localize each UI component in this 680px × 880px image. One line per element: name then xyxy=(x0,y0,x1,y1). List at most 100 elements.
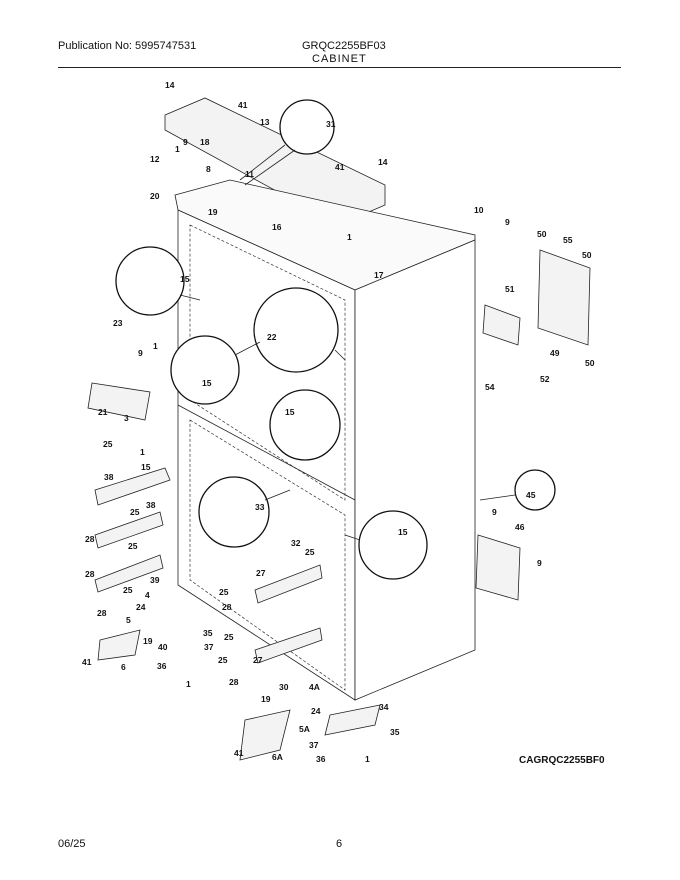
part-label: 25 xyxy=(218,655,228,665)
part-label: 30 xyxy=(279,682,289,692)
part-label: 15 xyxy=(398,527,408,537)
header-rule xyxy=(58,67,621,68)
part-label: 41 xyxy=(238,100,248,110)
part-label: 52 xyxy=(540,374,550,384)
part-label: 38 xyxy=(146,500,156,510)
part-label: 5 xyxy=(126,615,131,625)
part-label: 19 xyxy=(208,207,218,217)
part-label: 50 xyxy=(582,250,592,260)
part-label: 36 xyxy=(157,661,167,671)
part-label: 25 xyxy=(219,587,229,597)
part-label: 23 xyxy=(113,318,123,328)
part-label: 49 xyxy=(550,348,560,358)
part-label: 35 xyxy=(390,727,400,737)
part-label: 19 xyxy=(143,636,153,646)
part-label: 28 xyxy=(85,569,95,579)
part-label: 15 xyxy=(180,274,190,284)
cabinet-front xyxy=(177,209,356,701)
part-label: 22 xyxy=(267,332,277,342)
part-label: 27 xyxy=(253,655,263,665)
part-label: 13 xyxy=(260,117,270,127)
part-label: 35 xyxy=(203,628,213,638)
part-label: 9 xyxy=(183,137,188,147)
part-label: 5A xyxy=(299,724,310,734)
callout-22 xyxy=(253,287,339,373)
part-label: 32 xyxy=(291,538,301,548)
part-label: 10 xyxy=(474,205,484,215)
part-label: 25 xyxy=(224,632,234,642)
part-label: 4A xyxy=(309,682,320,692)
part-label: 40 xyxy=(158,642,168,652)
leader-15-right xyxy=(344,534,361,541)
callout-15-top xyxy=(115,246,185,316)
callout-15-left xyxy=(170,335,240,405)
hinge-bottom xyxy=(239,709,291,761)
leader-33 xyxy=(264,489,291,501)
part-label: 9 xyxy=(505,217,510,227)
leader-22 xyxy=(334,349,346,361)
leader-15-top xyxy=(179,294,201,301)
part-label: 15 xyxy=(285,407,295,417)
part-label: 50 xyxy=(585,358,595,368)
part-label: 1 xyxy=(347,232,352,242)
part-label: 24 xyxy=(311,706,321,716)
hinge-left xyxy=(97,629,141,661)
part-label: 18 xyxy=(200,137,210,147)
drawer-rail-lower xyxy=(254,627,323,664)
part-label: 25 xyxy=(130,507,140,517)
cabinet-inner xyxy=(189,224,346,501)
part-label: 1 xyxy=(175,144,180,154)
part-label: 14 xyxy=(378,157,388,167)
part-label: 4 xyxy=(145,590,150,600)
part-label: 25 xyxy=(128,541,138,551)
part-label: 31 xyxy=(326,119,336,129)
door-rail-3 xyxy=(94,554,164,593)
part-label: 28 xyxy=(85,534,95,544)
section-title: CABINET xyxy=(312,53,367,65)
hinge-cover xyxy=(87,382,151,421)
cabinet-inner-lower xyxy=(189,419,346,691)
part-label: 55 xyxy=(563,235,573,245)
part-label: 1 xyxy=(365,754,370,764)
leader-45 xyxy=(479,494,516,501)
callout-33 xyxy=(198,476,270,548)
part-label: 20 xyxy=(150,191,160,201)
part-label: 21 xyxy=(98,407,108,417)
part-label: 25 xyxy=(123,585,133,595)
footer-page: 6 xyxy=(336,838,343,850)
part-label: 8 xyxy=(206,164,211,174)
part-label: 11 xyxy=(245,169,254,179)
part-label: 9 xyxy=(492,507,497,517)
part-label: 25 xyxy=(103,439,113,449)
callout-15-right xyxy=(358,510,428,580)
publication-number: Publication No: 5995747531 xyxy=(58,40,197,52)
hinge-plate-right xyxy=(324,704,381,736)
callout-45 xyxy=(514,469,556,511)
part-label: 1 xyxy=(186,679,191,689)
part-label: 14 xyxy=(165,80,175,90)
part-label: 36 xyxy=(316,754,326,764)
part-label: 15 xyxy=(202,378,212,388)
model-number: GRQC2255BF03 xyxy=(302,40,386,52)
part-label: 28 xyxy=(229,677,239,687)
footer-date: 06/25 xyxy=(58,838,86,850)
part-label: 19 xyxy=(261,694,271,704)
part-label: 50 xyxy=(537,229,547,239)
part-label: 54 xyxy=(485,382,495,392)
part-label: 3 xyxy=(124,413,129,423)
leader-15-left xyxy=(234,341,261,356)
part-label: 6A xyxy=(272,752,283,762)
part-label: 6 xyxy=(121,662,126,672)
part-label: 1 xyxy=(140,447,145,457)
part-label: 9 xyxy=(537,558,542,568)
door-rail-2 xyxy=(94,511,164,549)
part-label: 27 xyxy=(256,568,266,578)
part-label: 37 xyxy=(204,642,214,652)
part-label: 9 xyxy=(138,348,143,358)
part-label: 33 xyxy=(255,502,265,512)
part-label: 25 xyxy=(305,547,315,557)
callout-31 xyxy=(279,99,335,155)
part-label: 41 xyxy=(234,748,244,758)
cabinet-side xyxy=(354,239,476,701)
